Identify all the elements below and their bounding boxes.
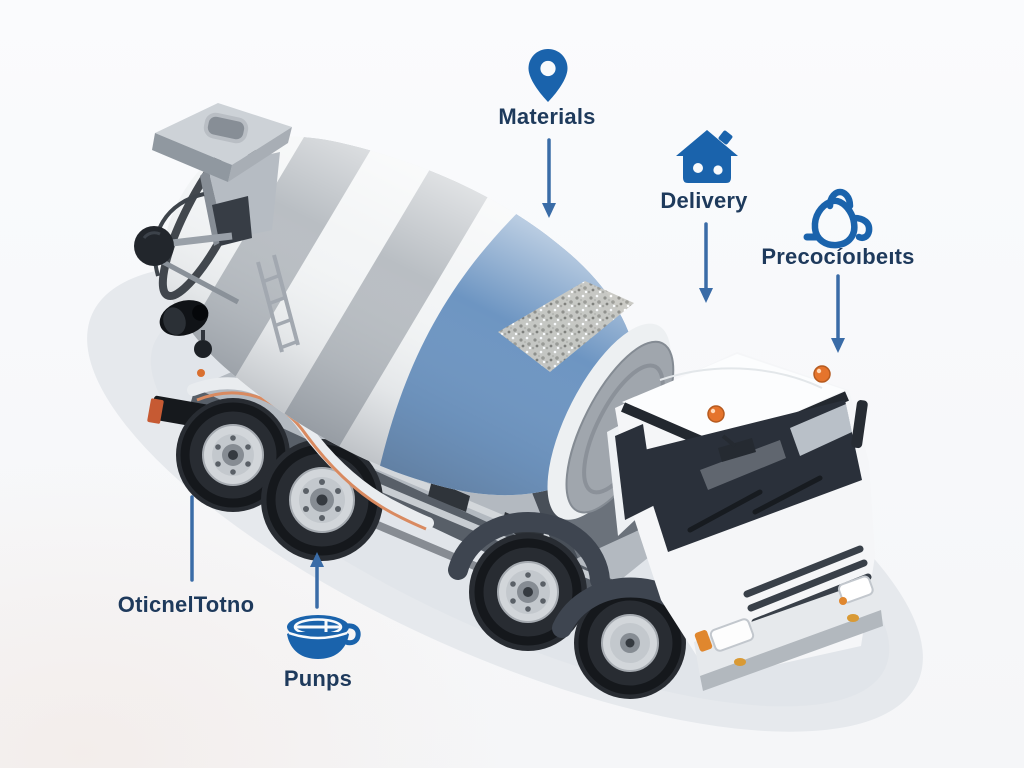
mirror — [718, 438, 756, 462]
mixing-bowl-icon — [287, 615, 361, 659]
delivery-arrow — [699, 222, 713, 303]
front-fender-1 — [448, 511, 610, 590]
delivery-label: Delivery — [660, 188, 748, 213]
oticneltotno-label: OticnelTotno — [117, 592, 255, 617]
charging-hopper — [134, 103, 300, 358]
rear-wheel-2 — [261, 439, 383, 561]
beacon-light-2 — [813, 365, 831, 383]
rear-wheel-1 — [176, 398, 290, 512]
punps-label: Punps — [283, 666, 353, 691]
materials-arrow — [542, 138, 556, 218]
front-wheel-2 — [574, 587, 686, 699]
beacon-light-1 — [707, 405, 725, 423]
house-icon — [676, 130, 738, 183]
precociobeits-label: Precocíoıbeıts — [761, 244, 915, 269]
truck-cab — [607, 352, 883, 691]
side-window — [615, 424, 655, 520]
drum-ladder — [256, 254, 300, 353]
kettle-icon — [803, 188, 873, 249]
punps-arrow — [310, 552, 324, 609]
precociobeits-arrow — [831, 274, 845, 353]
callout-arrows — [190, 138, 845, 609]
map-pin-icon — [528, 49, 568, 102]
materials-label: Materials — [498, 104, 596, 129]
front-bumper — [694, 578, 881, 676]
gravel-patch — [498, 281, 634, 372]
